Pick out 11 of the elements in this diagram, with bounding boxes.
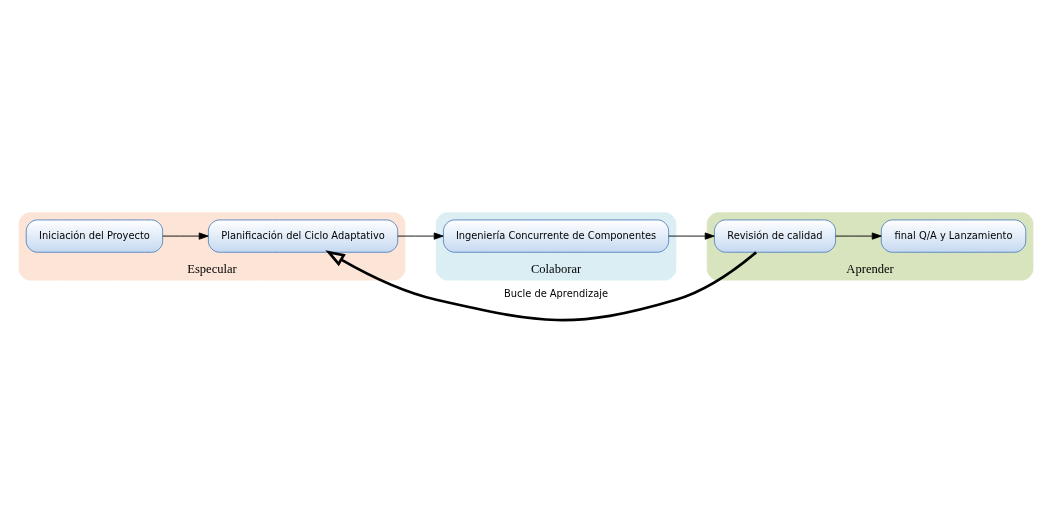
node-box: Iniciación del Proyecto	[25, 219, 164, 253]
arrow	[397, 232, 444, 240]
edge-label: Bucle de Aprendizaje	[504, 287, 609, 299]
node-box: final Q/A y Lanzamiento	[880, 219, 1027, 253]
arrow	[668, 232, 715, 240]
node-box: Ingeniería Concurrente de Componentes	[443, 219, 670, 253]
node-box: Revisión de calidad	[713, 219, 836, 253]
arrow	[835, 232, 882, 240]
arrow	[325, 249, 757, 321]
arrow	[162, 232, 209, 240]
node-box: Planificación del Ciclo Adaptativo	[207, 219, 399, 253]
